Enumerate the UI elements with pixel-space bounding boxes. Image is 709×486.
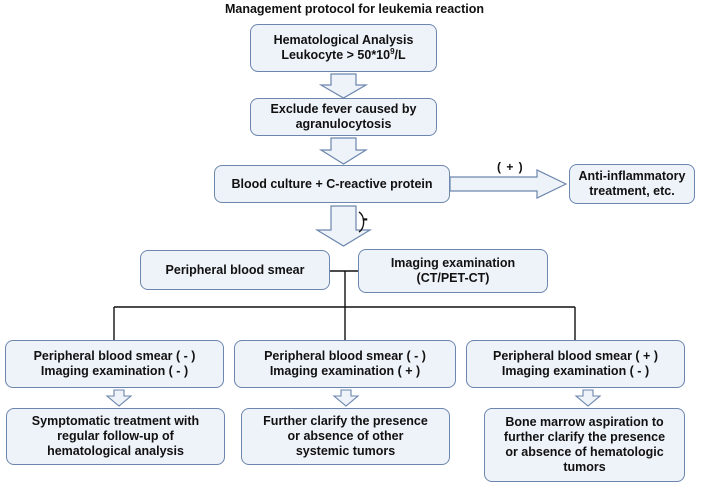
node-line: Imaging examination ( - ) bbox=[501, 364, 650, 378]
node-line: Anti-inflammatory bbox=[578, 169, 686, 183]
node-line: Symptomatic treatment with bbox=[31, 414, 200, 428]
leukocyte-suffix: /L bbox=[394, 48, 406, 62]
node-case-neg-pos: Peripheral blood smear ( - ) Imaging exa… bbox=[234, 340, 456, 388]
node-anti-inflammatory: Anti-inflammatory treatment, etc. bbox=[569, 164, 695, 204]
node-line: Imaging examination ( - ) bbox=[40, 364, 189, 378]
arrow-down-2 bbox=[318, 137, 369, 165]
node-line: treatment, etc. bbox=[589, 184, 675, 198]
node-line: systemic tumors bbox=[295, 444, 396, 458]
node-case-pos-neg: Peripheral blood smear ( + ) Imaging exa… bbox=[466, 340, 685, 388]
arrow-down-outcome-3 bbox=[574, 389, 602, 407]
positive-label: ( + ) bbox=[497, 160, 524, 174]
node-line: Blood culture + C-reactive protein bbox=[231, 176, 433, 191]
node-line: agranulocytosis bbox=[295, 117, 392, 131]
node-line: Peripheral blood smear ( - ) bbox=[33, 349, 196, 363]
node-line: Peripheral blood smear ( - ) bbox=[264, 349, 426, 363]
node-line: Leukocyte > 50*109/L bbox=[281, 46, 406, 63]
node-line: or absence of hematologic bbox=[505, 445, 664, 459]
node-line: Imaging examination bbox=[390, 256, 516, 270]
node-line: Peripheral blood smear ( + ) bbox=[493, 349, 658, 363]
node-line: regular follow-up of bbox=[57, 429, 174, 443]
node-line: Peripheral blood smear bbox=[165, 262, 305, 277]
arrow-down-3 bbox=[314, 205, 373, 247]
node-line: tumors bbox=[563, 460, 606, 474]
node-outcome-1: Symptomatic treatment with regular follo… bbox=[6, 408, 225, 465]
node-line: Further clarify the presence bbox=[263, 414, 428, 428]
diagram-title: Management protocol for leukemia reactio… bbox=[224, 2, 485, 16]
node-line: or absence of other bbox=[287, 429, 404, 443]
node-line: Bone marrow aspiration to bbox=[505, 415, 664, 429]
arrow-down-outcome-1 bbox=[105, 389, 133, 407]
node-line: Imaging examination ( + ) bbox=[269, 364, 421, 378]
node-imaging: Imaging examination (CT/PET-CT) bbox=[358, 249, 548, 293]
node-line: hematological analysis bbox=[47, 444, 184, 458]
leukocyte-prefix: Leukocyte > 50*10 bbox=[281, 48, 391, 62]
arrow-right-positive bbox=[449, 169, 568, 199]
node-hematological-analysis: Hematological Analysis Leukocyte > 50*10… bbox=[250, 24, 437, 72]
node-line: (CT/PET-CT) bbox=[416, 271, 490, 285]
arrow-down-outcome-2 bbox=[332, 389, 360, 407]
node-exclude-fever: Exclude fever caused by agranulocytosis bbox=[250, 98, 437, 136]
node-blood-culture: Blood culture + C-reactive protein bbox=[214, 165, 450, 203]
node-case-neg-neg: Peripheral blood smear ( - ) Imaging exa… bbox=[5, 340, 224, 388]
node-peripheral-smear: Peripheral blood smear bbox=[140, 250, 330, 290]
node-line: Hematological Analysis bbox=[273, 33, 414, 47]
leukocyte-exponent: 9 bbox=[390, 46, 395, 56]
node-outcome-2: Further clarify the presence or absence … bbox=[241, 408, 450, 465]
node-line: Exclude fever caused by bbox=[270, 102, 417, 116]
node-line: further clarify the presence bbox=[503, 430, 666, 444]
arrow-down-1 bbox=[318, 73, 369, 99]
negative-label: - bbox=[362, 208, 368, 228]
node-outcome-3: Bone marrow aspiration to further clarif… bbox=[484, 408, 685, 482]
